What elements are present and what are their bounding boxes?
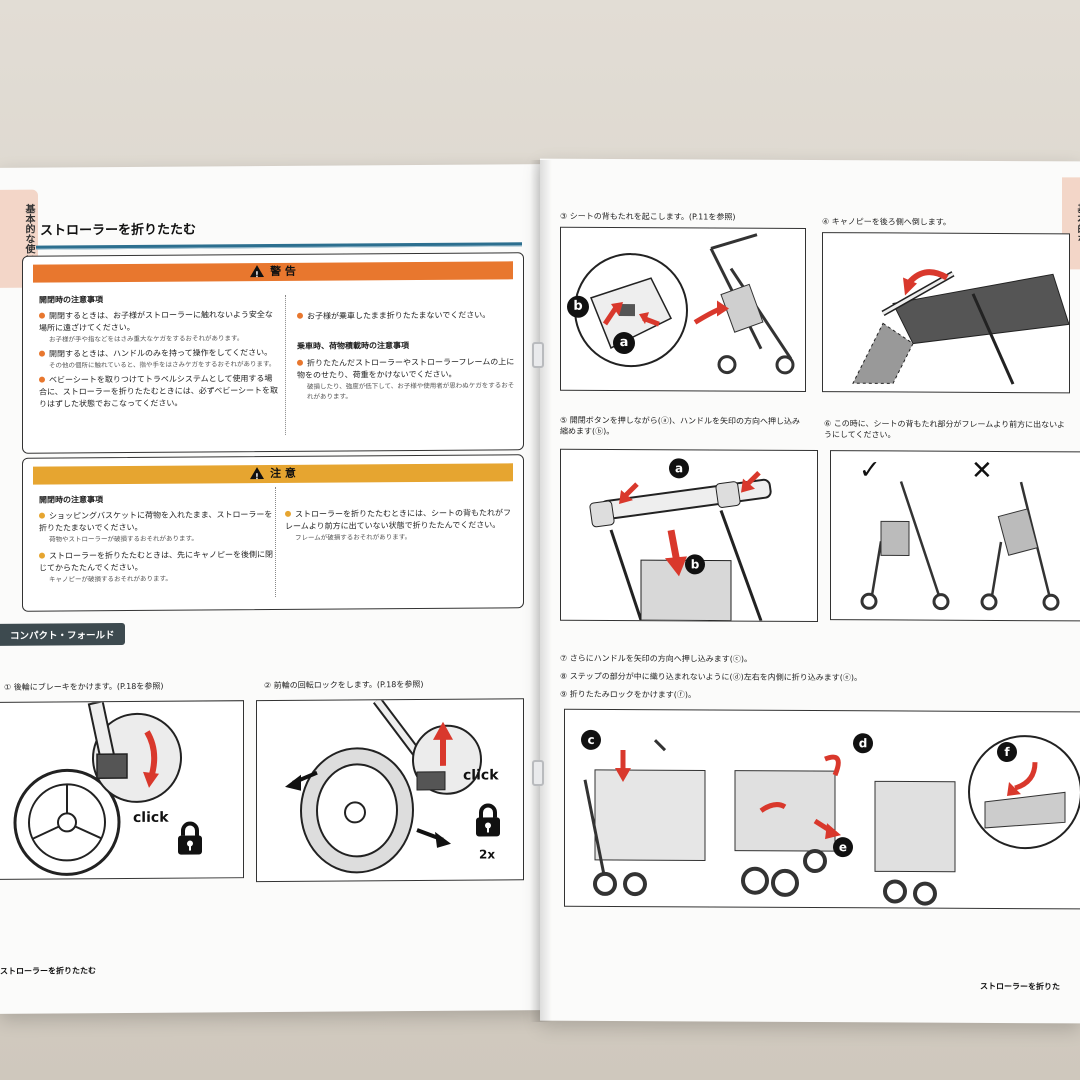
page-title: ストローラーを折りたたむ — [40, 222, 197, 239]
times-label: 2x — [479, 847, 496, 862]
step-7-text: ⑦ さらにハンドルを矢印の方向へ押し込みます(ⓒ)。 — [560, 653, 752, 664]
caution-icon — [250, 467, 265, 480]
marker-d: d — [853, 733, 873, 754]
marker-c: c — [581, 729, 601, 750]
list-item: 折りたたんだストローラーやストローラーフレームの上に物をのせたり、荷重をかけない… — [297, 357, 515, 380]
caution-subheading: 開閉時の注意事項 — [39, 495, 103, 505]
warning-icon — [250, 265, 265, 278]
list-item: 開閉するときは、お子様がストローラーに触れないよう安全な場所に遠ざけてください。 — [39, 309, 273, 333]
step-2-text: ② 前輪の回転ロックをします。(P.18を参照) — [264, 679, 424, 691]
step-8-text: ⑧ ステップの部分が中に織り込まれないように(ⓓ)左右を内側に折り込みます(ⓔ)… — [560, 671, 863, 683]
list-item: ストローラーを折りたたむときには、シートの背もたれがフレームより前方に出ていない… — [285, 508, 511, 531]
cross-icon: ✕ — [971, 455, 993, 486]
click-label: click — [133, 809, 169, 826]
page-footer: ストローラーを折りた — [980, 981, 1060, 992]
marker-a: a — [669, 458, 689, 479]
column-divider — [275, 486, 276, 597]
section-label: コンパクト・フォールド — [0, 623, 125, 646]
staple-bottom — [532, 760, 544, 786]
step-5-text: ⑤ 開閉ボタンを押しながら(ⓐ)、ハンドルを矢印の方向へ押し込み縮めます(ⓑ)。 — [560, 415, 800, 436]
staple-top — [532, 342, 544, 368]
check-icon: ✓ — [859, 455, 881, 486]
right-page: 基本的な ③ シートの背もたれを起こします。(P.11を参照) ④ キャノピーを… — [540, 158, 1080, 1024]
steps-7-9-illustration: c d e f — [564, 708, 1080, 910]
caution-box: 注 意 開閉時の注意事項 ショッピングバスケットに荷物を入れたまま、ストローラー… — [22, 454, 524, 612]
list-item: ショッピングバスケットに荷物を入れたまま、ストローラーを折りたたまないでください… — [39, 509, 273, 533]
step-2-illustration: click 2x — [256, 698, 524, 883]
page-footer: ストローラーを折りたたむ — [0, 966, 96, 976]
step-4-illustration — [822, 232, 1070, 394]
warning-subheading-2: 乗車時、荷物積載時の注意事項 — [297, 341, 409, 351]
marker-e: e — [833, 837, 853, 858]
title-rule — [36, 242, 522, 250]
left-page: 基本的な使い方 ストローラーを折りたたむ 警 告 開閉時の注意事項 開閉するとき… — [0, 164, 540, 1014]
lock-icon — [475, 803, 501, 841]
list-note: その他の個所に触れていると、指や手をはさみケガをするおそれがあります。 — [49, 359, 276, 370]
list-note: お子様が手や指などをはさみ重大なケガをするおそれがあります。 — [49, 334, 244, 344]
marker-f: f — [997, 741, 1017, 763]
book-gutter — [530, 160, 552, 1022]
lock-icon — [177, 821, 203, 859]
list-item: お子様が乗車したまま折りたたまないでください。 — [297, 309, 515, 323]
click-label: click — [463, 767, 499, 784]
step-6-text: ⑥ この時に、シートの背もたれ部分がフレームより前方に出ないようにしてください。 — [824, 419, 1065, 440]
warning-col1: 開閉するときは、お子様がストローラーに触れないよう安全な場所に遠ざけてください。… — [39, 309, 279, 411]
list-item: ストローラーを折りたたむときは、先にキャノピーを後側に閉じてからたたんでください… — [39, 549, 273, 573]
column-divider — [285, 294, 286, 435]
warning-box: 警 告 開閉時の注意事項 開閉するときは、お子様がストローラーに触れないよう安全… — [22, 252, 524, 454]
caution-col1: ショッピングバスケットに荷物を入れたまま、ストローラーを折りたたまないでください… — [39, 509, 279, 585]
caution-header: 注 意 — [33, 463, 513, 485]
step-3-text: ③ シートの背もたれを起こします。(P.11を参照) — [560, 211, 736, 222]
step-4-text: ④ キャノピーを後ろ側へ倒します。 — [822, 217, 951, 227]
list-note: キャノピーが破損するおそれがあります。 — [49, 574, 172, 584]
marker-b: b — [567, 295, 589, 318]
list-note: 破損したり、強度が低下して、お子様や使用者が思わぬケガをするおそれがあります。 — [307, 381, 515, 401]
warning-col2: お子様が乗車したまま折りたたまないでください。 乗車時、荷物積載時の注意事項 折… — [297, 309, 515, 402]
step-9-text: ⑨ 折りたたみロックをかけます(ⓕ)。 — [560, 689, 696, 700]
caution-col2: ストローラーを折りたたむときには、シートの背もたれがフレームより前方に出ていない… — [285, 507, 515, 543]
step-6-illustration: ✓ ✕ — [830, 450, 1080, 622]
warning-header: 警 告 — [33, 261, 513, 283]
step-1-illustration: click — [0, 700, 244, 880]
list-note: フレームが破損するおそれがあります。 — [295, 533, 412, 542]
step-3-illustration: b a — [560, 226, 806, 392]
step-5-illustration: a b — [560, 448, 818, 623]
marker-a: a — [613, 331, 635, 355]
list-note: 荷物やストローラーが破損するおそれがあります。 — [49, 534, 198, 544]
list-item: ベビーシートを取りつけてトラベルシステムとして使用する場合に、ストローラーを折り… — [39, 373, 279, 409]
marker-b: b — [685, 554, 705, 575]
warning-subheading: 開閉時の注意事項 — [39, 295, 103, 305]
step-1-text: ① 後輪にブレーキをかけます。(P.18を参照) — [4, 681, 164, 692]
